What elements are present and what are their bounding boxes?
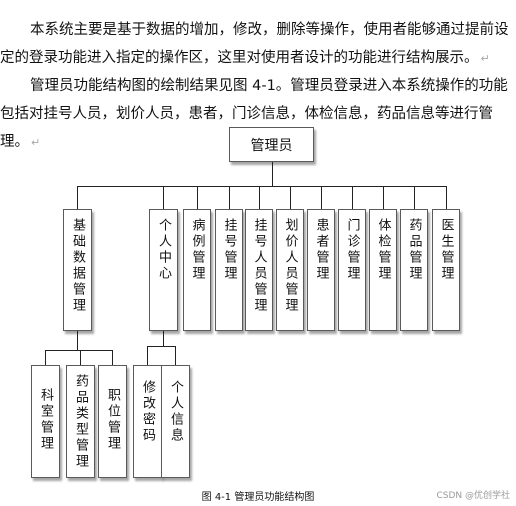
node-registration-label: 挂号管理 (221, 218, 237, 282)
node-position: 职位管理 (98, 365, 127, 478)
node-basic-data-label: 基础数据管理 (70, 218, 85, 314)
connector-drop (45, 350, 46, 366)
paragraph-admin-text: 管理员功能结构图的绘制结果见图 4-1。管理员登录进入本系统操作的功能包括对挂号… (0, 78, 508, 150)
node-personal-info: 个人信息 (161, 365, 190, 478)
connector-drop (352, 186, 353, 210)
node-personal-center-label: 个人中心 (156, 218, 171, 282)
node-case-label: 病例管理 (189, 218, 205, 282)
node-basic-data: 基础数据管理 (63, 209, 92, 331)
connector-drop (77, 186, 78, 210)
node-patient: 患者管理 (307, 209, 335, 331)
node-root-label: 管理员 (250, 137, 293, 154)
node-department: 科室管理 (31, 365, 60, 478)
connector-basic-down (77, 331, 78, 351)
node-medicine-type: 药品类型管理 (66, 365, 95, 478)
connector-basic-bar (45, 350, 113, 351)
node-registrar-staff-label: 挂号人员管理 (251, 218, 267, 314)
paragraph-admin: 管理员功能结构图的绘制结果见图 4-1。管理员登录进入本系统操作的功能包括对挂号… (0, 72, 516, 157)
paragraph-mark: ↵ (480, 52, 490, 65)
connector-drop (383, 186, 384, 210)
connector-drop (112, 350, 113, 366)
node-department-label: 科室管理 (38, 388, 53, 452)
node-registration: 挂号管理 (215, 209, 243, 331)
node-outpatient-label: 门诊管理 (344, 218, 360, 282)
paragraph-intro-text: 本系统主要是基于数据的增加，修改，删除等操作，使用者能够通过提前设定的登录功能进… (0, 22, 509, 66)
node-pricing-staff-label: 划价人员管理 (282, 218, 298, 314)
node-outpatient: 门诊管理 (338, 209, 366, 331)
node-personal-info-label: 个人信息 (168, 380, 183, 444)
node-checkup: 体检管理 (369, 209, 397, 331)
connector-level1-bar (77, 186, 447, 187)
connector-drop (175, 346, 176, 366)
node-personal-center: 个人中心 (149, 209, 178, 331)
node-position-label: 职位管理 (105, 388, 120, 452)
connector-drop (259, 186, 260, 210)
connector-drop (163, 186, 164, 210)
paragraph-mark: ↵ (31, 136, 41, 149)
node-medicine-type-label: 药品类型管理 (73, 374, 88, 470)
connector-drop (414, 186, 415, 210)
connector-drop (147, 346, 148, 366)
node-pricing-staff: 划价人员管理 (276, 209, 304, 331)
paragraph-intro: 本系统主要是基于数据的增加，修改，删除等操作，使用者能够通过提前设定的登录功能进… (0, 16, 516, 73)
node-change-password: 修改密码 (133, 365, 162, 478)
node-change-password-label: 修改密码 (140, 380, 155, 444)
node-medicine-label: 药品管理 (406, 218, 422, 282)
connector-drop (229, 186, 230, 210)
connector-personal-bar (147, 346, 176, 347)
node-medicine: 药品管理 (400, 209, 428, 331)
figure-caption: 图 4-1 管理员功能结构图 (201, 492, 315, 503)
node-case: 病例管理 (183, 209, 211, 331)
connector-personal-down (163, 331, 164, 347)
node-checkup-label: 体检管理 (375, 218, 391, 282)
connector-drop (197, 186, 198, 210)
node-root: 管理员 (229, 127, 314, 162)
node-patient-label: 患者管理 (313, 218, 329, 282)
connector-drop (290, 186, 291, 210)
node-doctor-label: 医生管理 (438, 218, 454, 282)
connector-drop (321, 186, 322, 210)
node-doctor: 医生管理 (432, 209, 460, 331)
connector-drop (446, 186, 447, 210)
node-registrar-staff: 挂号人员管理 (245, 209, 273, 331)
connector-root-down (272, 162, 273, 187)
connector-drop (80, 350, 81, 366)
watermark: CSDN @优创学社 (436, 491, 510, 501)
